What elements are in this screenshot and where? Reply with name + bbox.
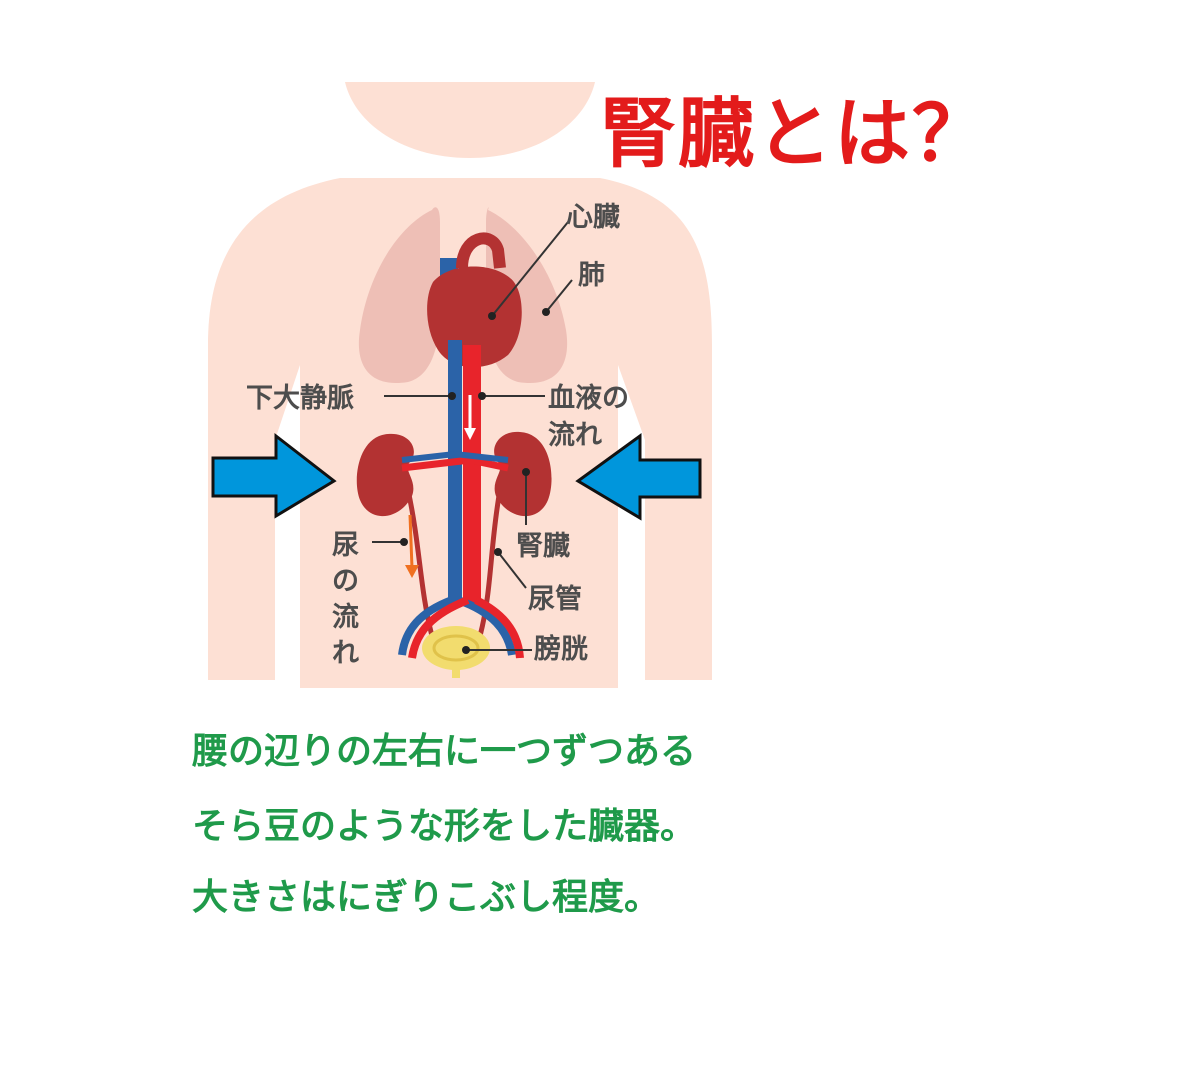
label-urine-1: 尿 bbox=[332, 530, 359, 561]
right-iliac-artery bbox=[474, 596, 524, 659]
label-lung: 肺 bbox=[578, 260, 605, 291]
page-title: 腎臓とは？ bbox=[600, 89, 990, 178]
inferior-vena-cava bbox=[448, 340, 462, 605]
right-renal-artery bbox=[469, 456, 509, 472]
leader-lines bbox=[372, 221, 573, 654]
main-vessels bbox=[448, 340, 481, 605]
aorta bbox=[463, 345, 481, 605]
left-lung bbox=[358, 207, 440, 384]
label-blood-flow-2: 流れ bbox=[548, 420, 602, 451]
label-blood-flow-1: 血液の bbox=[548, 383, 629, 414]
urethra bbox=[452, 664, 460, 678]
urine-flow-arrow-head bbox=[405, 565, 419, 578]
head-shape bbox=[345, 82, 595, 158]
flow-arrows bbox=[405, 395, 476, 578]
bladder-inner bbox=[432, 634, 480, 662]
left-renal-artery bbox=[401, 456, 471, 472]
label-vena-cava: 下大静脈 bbox=[246, 383, 354, 414]
aorta-arch bbox=[456, 232, 506, 269]
right-pointer-arrow-icon bbox=[211, 432, 337, 519]
label-bladder: 膀胱 bbox=[533, 633, 588, 665]
description-line-3: 大きさはにぎりこぶし程度。 bbox=[192, 877, 661, 918]
label-urine-3: 流 bbox=[332, 602, 359, 633]
left-iliac-vein bbox=[398, 596, 454, 656]
right-renal-vein bbox=[454, 451, 509, 463]
urine-flow-arrow bbox=[408, 514, 414, 569]
label-urine-2: の bbox=[332, 566, 359, 597]
label-urine-4: れ bbox=[332, 638, 359, 669]
pointer-arrows bbox=[211, 432, 702, 521]
label-heart: 心臓 bbox=[566, 202, 620, 233]
bladder-shape bbox=[422, 626, 490, 670]
blood-flow-arrow-head bbox=[464, 428, 476, 440]
organ-labels: 心臓 肺 下大静脈 血液の 流れ 腎臓 尿 の 流 れ 尿管 膀胱 bbox=[246, 202, 629, 669]
label-kidney: 腎臓 bbox=[516, 531, 570, 562]
description-line-2: そら豆のような形をした臓器。 bbox=[192, 806, 697, 847]
iliac-vessels bbox=[398, 596, 524, 659]
right-ureter bbox=[477, 489, 503, 637]
left-kidney bbox=[356, 433, 414, 517]
left-renal-vein bbox=[401, 451, 456, 463]
left-iliac-artery bbox=[408, 596, 470, 659]
description-line-1: 腰の辺りの左右に一つずつある bbox=[192, 731, 697, 772]
label-ureter: 尿管 bbox=[528, 584, 582, 615]
left-pointer-arrow-icon bbox=[575, 433, 702, 521]
bladder bbox=[422, 626, 490, 678]
